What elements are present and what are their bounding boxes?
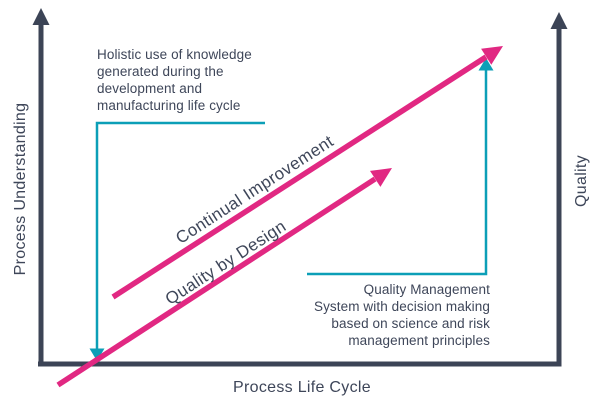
annotation-line: Quality Management bbox=[363, 282, 490, 297]
annotation-bottom-right: Quality Management System with decision … bbox=[280, 281, 490, 349]
annotation-top-left: Holistic use of knowledge generated duri… bbox=[97, 46, 287, 114]
y-axis-right-label: Quality bbox=[573, 155, 590, 207]
quality-by-design-arrowhead-icon bbox=[370, 168, 392, 187]
quality-by-design-arrow bbox=[56, 176, 377, 388]
annotation-line: management principles bbox=[348, 333, 490, 348]
y-axis-left-arrow-icon bbox=[32, 8, 50, 25]
qms-annotation-arrow-icon bbox=[478, 58, 494, 71]
knowledge-annotation-arrow-icon bbox=[89, 348, 105, 361]
y-axis-left-label: Process Understanding bbox=[12, 102, 29, 276]
annotation-line: development and bbox=[97, 81, 203, 96]
qms-annotation-connector bbox=[307, 70, 488, 276]
x-axis-label: Process Life Cycle bbox=[233, 379, 371, 396]
annotation-line: generated during the bbox=[97, 64, 224, 79]
annotation-line: based on science and risk bbox=[331, 316, 490, 331]
continual-improvement-arrow bbox=[111, 54, 488, 300]
annotation-line: manufacturing life cycle bbox=[97, 98, 241, 113]
annotation-line: Holistic use of knowledge bbox=[97, 47, 252, 62]
knowledge-annotation-connector bbox=[95, 121, 265, 350]
y-axis-right-arrow-icon bbox=[550, 12, 568, 29]
annotation-line: System with decision making bbox=[313, 299, 490, 314]
continual-improvement-arrowhead-icon bbox=[481, 46, 503, 65]
